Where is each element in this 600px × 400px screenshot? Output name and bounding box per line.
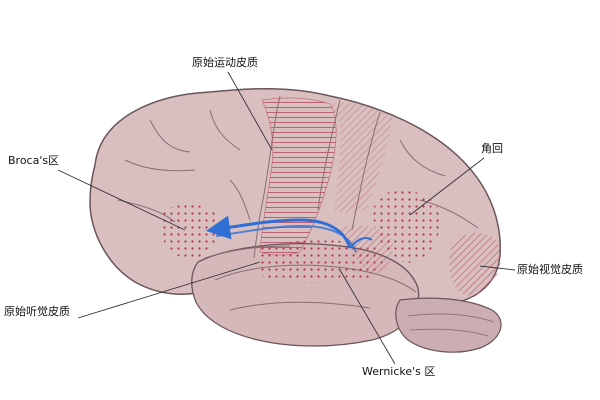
label-angular-gyrus: 角回 bbox=[481, 142, 503, 155]
arcuate-fasciculus-pathway bbox=[206, 215, 373, 253]
label-broca-area: Broca's区 bbox=[8, 154, 60, 167]
pointer-lines bbox=[57, 71, 516, 365]
label-wernicke-area: Wernicke's 区 bbox=[362, 365, 436, 378]
label-primary-motor-cortex: 原始运动皮质 bbox=[192, 56, 258, 69]
label-primary-visual-cortex: 原始视觉皮质 bbox=[517, 263, 583, 276]
cerebellum bbox=[395, 297, 502, 353]
label-primary-auditory-cortex: 原始听觉皮质 bbox=[4, 305, 70, 318]
angular-gyrus-region bbox=[373, 190, 440, 263]
broca-area-region bbox=[161, 204, 220, 259]
primary-visual-cortex-region bbox=[449, 232, 501, 297]
